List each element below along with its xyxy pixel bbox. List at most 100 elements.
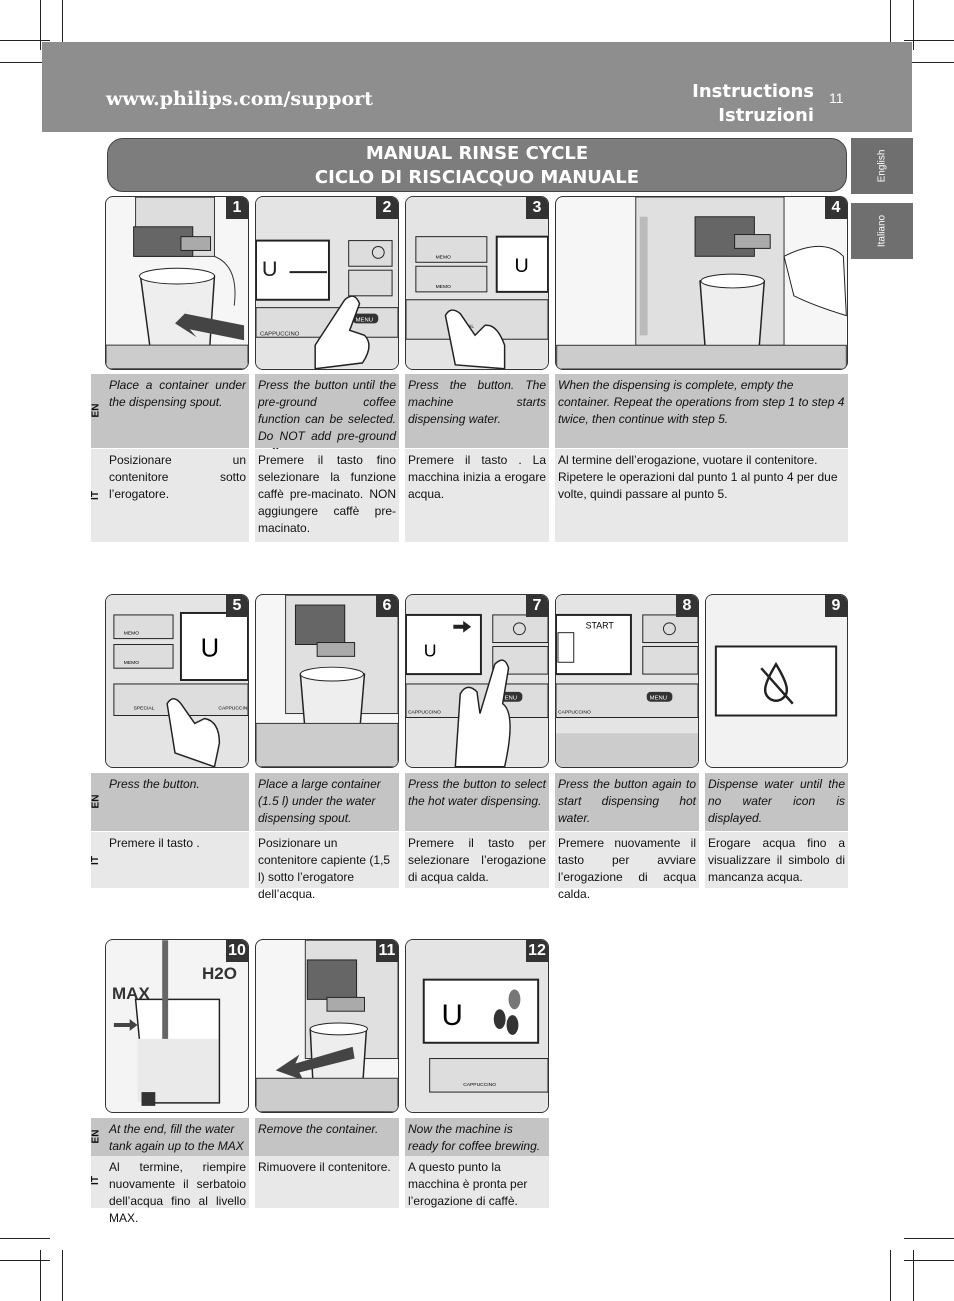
step-8-text-en: Press the button again to start dispensi… (555, 773, 699, 831)
support-url: www.philips.com/support (106, 88, 373, 110)
step-11-text-it: Rimuovere il contenitore. (255, 1156, 399, 1208)
step-2-number: 2 (376, 197, 398, 219)
crop-mark (0, 1238, 50, 1239)
section-title: MANUAL RINSE CYCLE CICLO DI RISCIACQUO M… (107, 138, 847, 192)
step-1-it: Posizionare un contenitore sotto l’eroga… (109, 453, 246, 501)
step-4-en: When the dispensing is complete, empty t… (558, 378, 845, 426)
step-5-text-en: EN Press the button. (90, 773, 249, 831)
step-9-number: 9 (825, 595, 847, 617)
step-7-it: Premere il tasto per selezionare l’eroga… (408, 836, 546, 884)
tab-italiano-label: Italiano (876, 214, 888, 248)
svg-text:MEMO: MEMO (124, 631, 139, 637)
step-1-illustration: 1 (105, 196, 249, 370)
step-6-text-en: Place a large container (1.5 l) under th… (255, 773, 399, 831)
step-10-text-en: EN At the end, fill the water tank again… (90, 1118, 249, 1170)
step-12-it: A questo punto la macchina è pronta per … (408, 1160, 528, 1208)
step-12-en: Now the machine is ready for coffee brew… (408, 1122, 541, 1153)
step-9-text-it: Erogare acqua fino a visualizzare il sim… (705, 832, 848, 888)
step-3-en: Press the button. The machine starts dis… (408, 378, 546, 426)
svg-text:CAPPUCCINO: CAPPUCCINO (218, 706, 248, 712)
step-6-illustration: 6 (255, 594, 399, 768)
step-4-it: Al termine dell’erogazione, vuotare il c… (558, 453, 838, 501)
max-label: MAX (112, 984, 150, 1003)
step-11-illustration: 11 (255, 939, 399, 1113)
step-8-en: Press the button again to start dispensi… (558, 777, 696, 825)
step-4-illustration: 4 (555, 196, 848, 370)
step-3-illustration: MEMO MEMO U SPECIAL 3 (405, 196, 549, 370)
crop-mark (62, 1250, 63, 1301)
lang-label-it: IT (89, 1176, 101, 1185)
step-7-illustration: U CAPPUCCINO MENU 7 (405, 594, 549, 768)
step-5-it: Premere il tasto . (109, 836, 200, 850)
page-header (42, 42, 912, 132)
section-title-en: MANUAL RINSE CYCLE (365, 143, 589, 164)
step-3-number: 3 (526, 197, 548, 219)
svg-text:U: U (514, 255, 528, 277)
crop-mark (904, 1260, 954, 1261)
step-7-text-it: Premere il tasto per selezionare l’eroga… (405, 832, 549, 888)
crop-mark (913, 1250, 914, 1301)
lang-label-en: EN (90, 1129, 102, 1144)
svg-text:MENU: MENU (356, 317, 373, 323)
step-2-illustration: U CAPPUCCINO MENU 2 (255, 196, 399, 370)
step-4-number: 4 (825, 197, 847, 219)
step-12-text-en: Now the machine is ready for coffee brew… (405, 1118, 549, 1156)
crop-mark (0, 62, 50, 63)
svg-text:SPECIAL: SPECIAL (134, 706, 155, 712)
lang-label-en: EN (90, 794, 102, 809)
step-9-en: Dispense water until the no water icon i… (708, 777, 845, 825)
h2o-label: H2O (202, 964, 237, 983)
crop-mark (0, 1260, 50, 1261)
step-8-it: Premere nuovamente il tasto per avviare … (558, 836, 696, 901)
step-8-text-it: Premere nuovamente il tasto per avviare … (555, 832, 699, 901)
svg-text:MENU: MENU (650, 696, 667, 702)
step-2-it: Premere il tasto fino selezionare la fun… (258, 453, 396, 535)
step-11-number: 11 (376, 940, 398, 962)
step-10-number: 10 (226, 940, 248, 962)
svg-text:MEMO: MEMO (436, 284, 451, 290)
step-4-text-en: When the dispensing is complete, empty t… (555, 374, 848, 448)
step-12-text-it: A questo punto la macchina è pronta per … (405, 1156, 549, 1208)
step-9-it: Erogare acqua fino a visualizzare il sim… (708, 836, 845, 884)
crop-mark (890, 1250, 891, 1301)
crop-mark (0, 40, 50, 41)
step-6-text-it: Posizionare un contenitore capiente (1,5… (255, 832, 399, 901)
header-title-it: Istruzioni (718, 105, 814, 126)
svg-text:U: U (262, 256, 278, 281)
crop-mark (890, 0, 891, 50)
step-9-illustration: 9 (705, 594, 848, 768)
crop-mark (913, 0, 914, 50)
step-12-number: 12 (526, 940, 548, 962)
page-number: 11 (829, 90, 844, 106)
step-2-text-it: Premere il tasto fino selezionare la fun… (255, 449, 399, 542)
step-2-text-en: Press the button until the pre-ground co… (255, 374, 399, 460)
step-5-text-it: IT Premere il tasto . (90, 832, 249, 888)
step-4-text-it: Al termine dell’erogazione, vuotare il c… (555, 449, 848, 542)
tab-english: English (851, 138, 913, 194)
step-1-en: Place a container under the dispensing s… (109, 378, 246, 409)
step-6-en: Place a large container (1.5 l) under th… (258, 777, 381, 825)
step-8-number: 8 (676, 595, 698, 617)
step-3-text-en: Press the button. The machine starts dis… (405, 374, 549, 448)
crop-mark (904, 62, 954, 63)
header-titles: Instructions Istruzioni (692, 80, 814, 128)
header-title-en: Instructions (692, 81, 814, 102)
lang-label-en: EN (90, 403, 102, 418)
tab-italiano: Italiano (851, 203, 913, 259)
step-10-it: Al termine, riempire nuovamente il serba… (109, 1160, 246, 1225)
step-11-text-en: Remove the container. (255, 1118, 399, 1156)
step-10-illustration: MAX H2O 10 (105, 939, 249, 1113)
step-6-it: Posizionare un contenitore capiente (1,5… (258, 836, 391, 901)
step-10-text-it: IT Al termine, riempire nuovamente il se… (90, 1156, 249, 1225)
step-7-en: Press the button to select the hot water… (408, 777, 546, 808)
svg-text:U: U (201, 634, 220, 662)
step-11-it: Rimuovere il contenitore. (258, 1160, 391, 1174)
crop-mark (904, 1238, 954, 1239)
start-label: START (586, 621, 615, 631)
step-7-text-en: Press the button to select the hot water… (405, 773, 549, 831)
step-5-number: 5 (226, 595, 248, 617)
step-3-it: Premere il tasto . La macchina inizia a … (408, 453, 546, 501)
step-2-en: Press the button until the pre-ground co… (258, 378, 396, 460)
svg-text:MENU: MENU (500, 696, 517, 702)
step-1-text-en: EN Place a container under the dispensin… (90, 374, 249, 448)
